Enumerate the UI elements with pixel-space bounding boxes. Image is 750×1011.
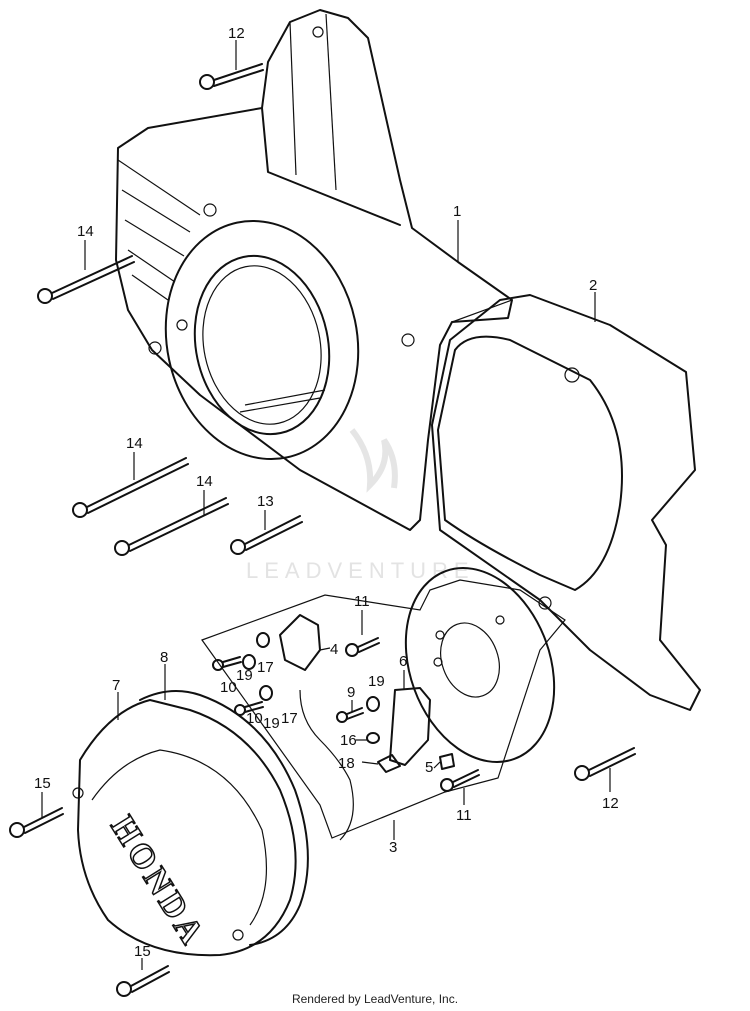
screw-14-lower [114,497,229,556]
screw-13 [230,515,303,555]
washer-19-b [259,685,273,701]
callout-17: 17 [257,659,274,676]
screw-10-a [212,656,242,671]
callout-11: 11 [456,807,472,824]
callout-17: 17 [281,710,298,727]
screw-14-upper [37,255,135,304]
part-5 [439,753,455,770]
screw-9 [336,707,364,723]
callout-19: 19 [263,715,280,732]
screw-15-bottom [116,965,170,997]
watermark-text: LEADVENTURE [246,558,475,583]
washer-19-a [242,654,256,670]
part-7-honda-outer-cover[interactable]: HONDA [72,699,297,957]
part-2-side-cover-panel[interactable] [431,294,701,711]
footer-credit: Rendered by LeadVenture, Inc. [291,992,459,1006]
callout-18: 18 [338,755,355,772]
callout-2: 2 [589,277,597,294]
part-1-left-crankcase-cover[interactable] [115,9,513,531]
callout-11: 11 [354,593,370,610]
callout-19: 19 [236,667,253,684]
callout-14: 14 [126,435,143,452]
washer-19-c [366,696,380,712]
callout-10: 10 [220,679,237,696]
part-8-cover-gasket[interactable] [139,690,309,946]
screw-14-mid [72,457,189,518]
callout-5: 5 [425,759,433,776]
honda-logo-text: HONDA [103,810,212,954]
washer-17-a [256,632,270,648]
callout-16: 16 [340,732,357,749]
callout-12: 12 [228,25,245,42]
screw-11-lower [440,769,480,792]
part-3-stator-plate-assembly[interactable] [201,547,580,841]
callout-13: 13 [257,493,274,510]
part-18 [377,754,401,773]
callout-14: 14 [196,473,213,490]
callout-15: 15 [34,775,51,792]
callout-3: 3 [389,839,397,856]
screw-10-b [234,701,264,716]
callout-6: 6 [399,653,407,670]
callout-9: 9 [347,684,355,701]
screw-12-top [199,63,264,90]
screw-15-left [9,807,64,838]
callout-12: 12 [602,795,619,812]
callout-7: 7 [112,677,120,694]
screw-12-right [574,747,636,781]
callout-14: 14 [77,223,94,240]
washer-16 [366,732,380,744]
callout-10: 10 [246,710,263,727]
callout-labels: 12 1 2 14 14 14 13 11 8 7 4 6 17 19 10 9… [34,25,619,960]
screw-11-upper [345,637,380,657]
leader-lines [41,40,611,970]
callout-8: 8 [160,649,168,666]
callout-4: 4 [330,641,338,658]
callout-1: 1 [453,203,461,220]
callout-15: 15 [134,943,151,960]
screws[interactable] [9,63,636,997]
callout-19: 19 [368,673,385,690]
